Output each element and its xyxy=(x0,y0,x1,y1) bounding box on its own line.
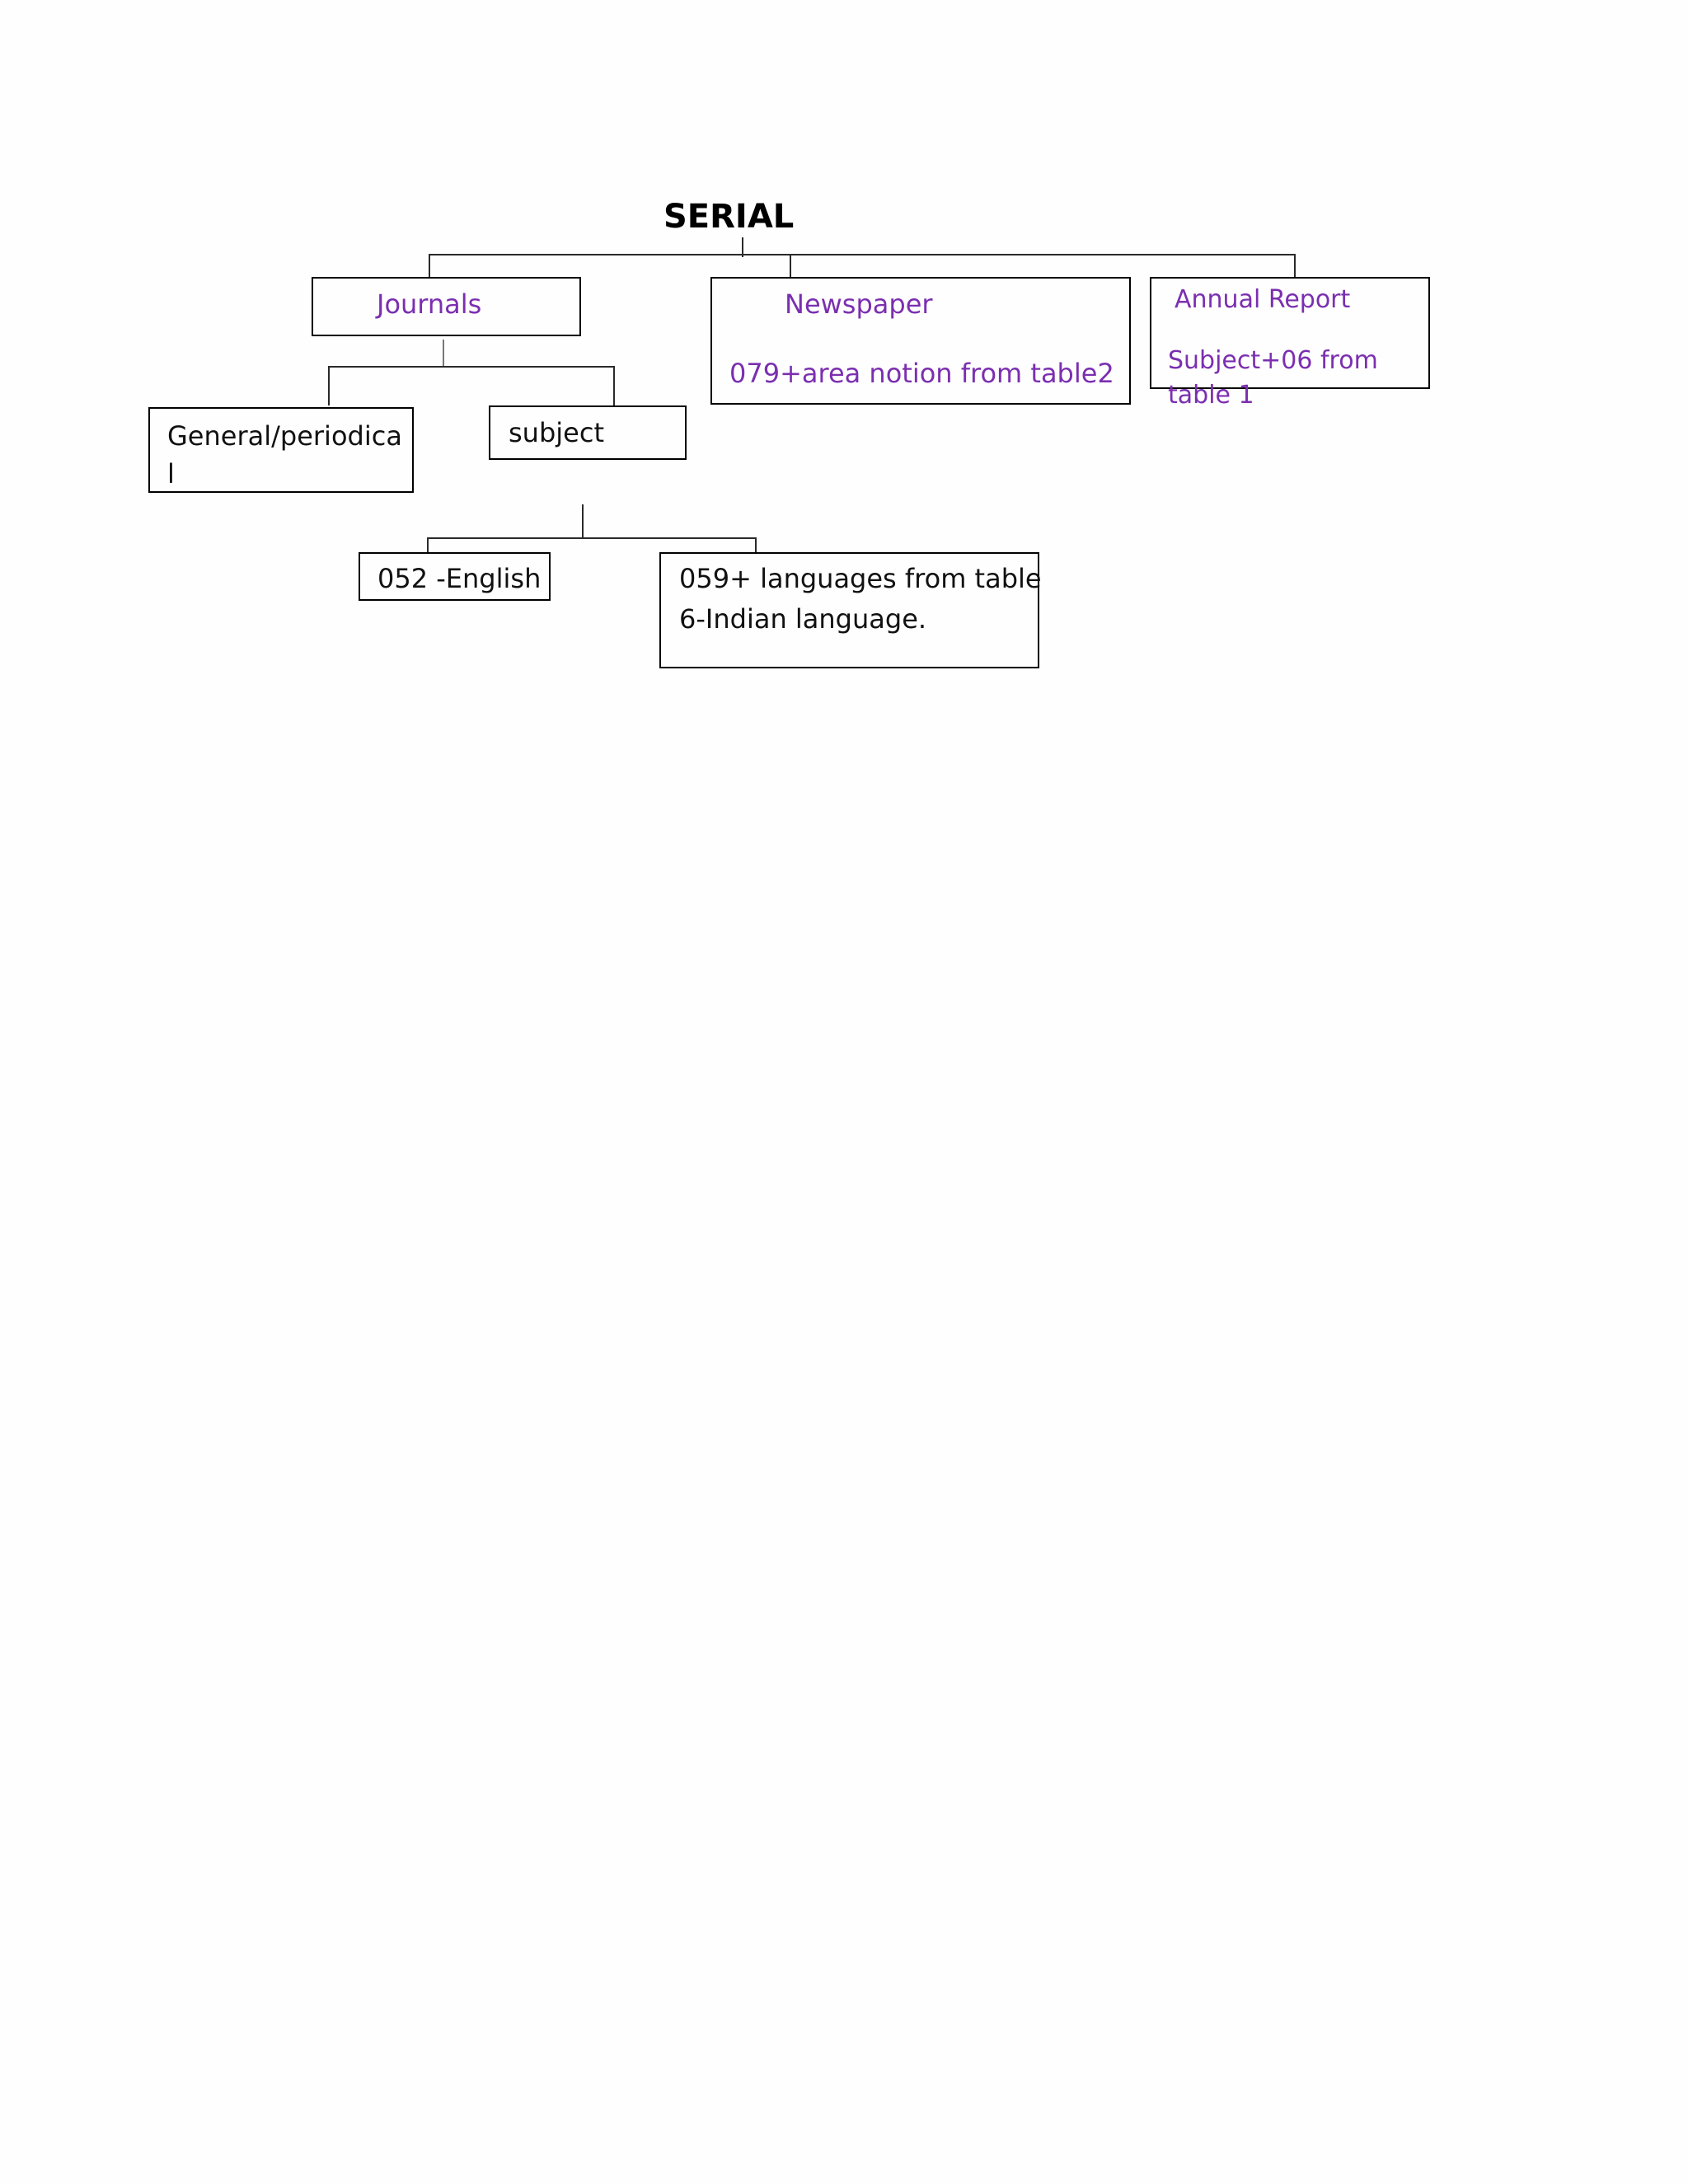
subject-node xyxy=(489,405,687,460)
languages-line1: 059+ languages from table xyxy=(679,563,1042,594)
connector-english xyxy=(427,537,429,552)
root-stem xyxy=(742,237,743,257)
root-title: SERIAL xyxy=(663,198,795,236)
subject-label: subject xyxy=(509,417,604,448)
english-node xyxy=(359,552,551,601)
connector-annual-report xyxy=(1294,254,1296,277)
general-periodical-node xyxy=(148,407,414,493)
general-periodical-line2: l xyxy=(167,458,175,490)
journals-node xyxy=(312,277,581,336)
subject-children-bar xyxy=(427,537,757,539)
newspaper-title: Newspaper xyxy=(785,288,933,320)
newspaper-node xyxy=(710,277,1131,405)
languages-line2: 6-Indian language. xyxy=(679,603,927,635)
annual-report-node xyxy=(1150,277,1430,389)
newspaper-note: 079+area notion from table2 xyxy=(729,358,1114,389)
annual-report-note-line2: table 1 xyxy=(1168,381,1254,410)
connector-languages xyxy=(755,537,757,552)
journals-children-bar xyxy=(328,366,615,368)
top-level-bar xyxy=(429,254,1296,255)
connector-subject xyxy=(613,366,615,405)
languages-node xyxy=(659,552,1039,668)
subject-stem xyxy=(582,504,584,537)
connector-general xyxy=(328,366,330,405)
journals-label: Journals xyxy=(377,288,482,320)
annual-report-note-line1: Subject+06 from xyxy=(1168,346,1378,375)
english-label: 052 -English xyxy=(377,563,542,594)
annual-report-title: Annual Report xyxy=(1175,285,1351,314)
general-periodical-line1: General/periodica xyxy=(167,420,402,452)
connector-newspaper xyxy=(790,254,791,277)
journals-stem xyxy=(443,340,444,366)
connector-journals xyxy=(429,254,430,277)
